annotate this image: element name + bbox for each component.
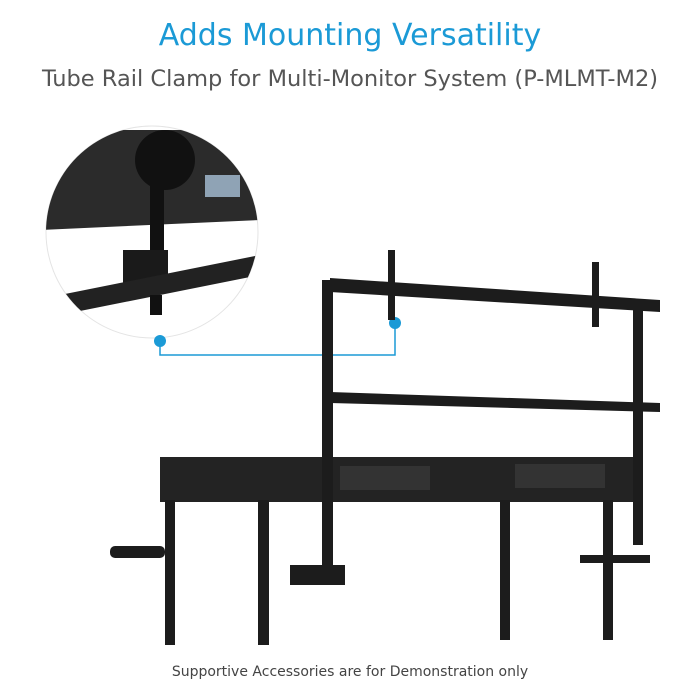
side-shelf — [580, 555, 650, 563]
leg — [165, 500, 175, 645]
middle-crossbar — [330, 392, 660, 412]
handle — [110, 546, 165, 558]
multi-monitor-rig — [110, 250, 660, 645]
leg — [603, 500, 613, 640]
monitor-label — [205, 175, 240, 197]
rail-clamp-right — [592, 262, 599, 327]
product-subtitle: Tube Rail Clamp for Multi-Monitor System… — [41, 66, 659, 92]
top-crossbar — [330, 278, 660, 312]
monitor-mount-plate — [135, 130, 195, 190]
disclaimer-note: Supportive Accessories are for Demonstra… — [171, 664, 529, 680]
clamp-foot — [290, 565, 345, 585]
clamp-detail-inset — [45, 125, 259, 339]
upright-pole-right — [633, 300, 643, 545]
headline: Adds Mounting Versatility — [158, 18, 542, 53]
leg — [258, 500, 269, 645]
clamp-post — [150, 175, 164, 265]
upright-pole-left — [322, 280, 333, 580]
leg — [500, 500, 510, 640]
rail-clamp-left — [388, 250, 395, 320]
rail-tube — [60, 255, 258, 315]
